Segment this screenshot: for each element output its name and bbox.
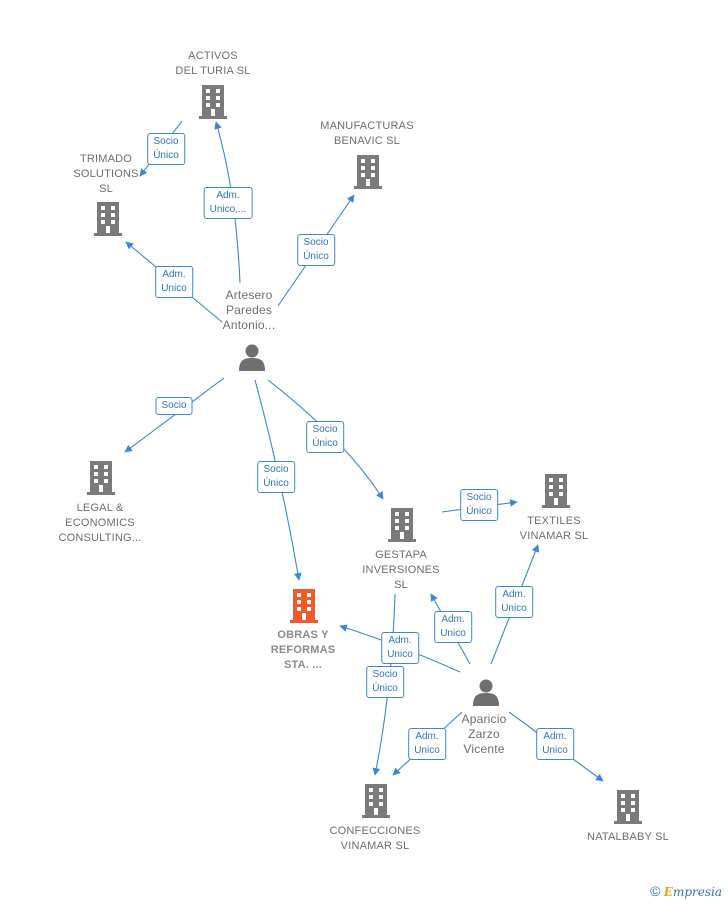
edge-label-activos-trimado: Socio Único (147, 133, 185, 165)
node-label-aparicio[interactable]: Aparicio Zarzo Vicente (461, 712, 507, 756)
node-label-textiles[interactable]: TEXTILES VINAMAR SL (519, 515, 589, 542)
edge-label-artesero-trimado: Adm. Unico (155, 266, 193, 298)
node-label-trimado[interactable]: TRIMADO SOLUTIONS SL (73, 153, 139, 195)
building-icon[interactable] (199, 85, 227, 119)
node-label-obras[interactable]: OBRAS Y REFORMAS STA. ... (270, 629, 336, 671)
node-label-gestapa[interactable]: GESTAPA INVERSIONES SL (362, 549, 440, 591)
building-icon[interactable] (362, 784, 390, 818)
node-label-manufacturas[interactable]: MANUFACTURAS BENAVIC SL (320, 120, 414, 147)
brand-logo[interactable]: © Empresia (650, 883, 722, 899)
edge-label-artesero-gestapa: Socio Único (306, 421, 344, 453)
copyright-icon: © (650, 883, 661, 899)
building-icon[interactable] (542, 474, 570, 508)
edge-label-artesero-obras: Socio Único (257, 461, 295, 493)
node-label-confecciones[interactable]: CONFECCIONES VINAMAR SL (329, 825, 421, 852)
edge-label-gestapa-textiles: Socio Único (460, 489, 498, 521)
building-icon[interactable] (354, 155, 382, 189)
edge-label-artesero-legal: Socio (155, 397, 193, 415)
node-label-legal[interactable]: LEGAL & ECONOMICS CONSULTING... (58, 502, 142, 544)
building-icon[interactable] (87, 461, 115, 495)
edge-label-aparicio-confecciones: Adm. Unico (408, 728, 446, 760)
edge-artesero-legal (124, 377, 225, 453)
brand-name: mpresia (672, 885, 722, 899)
person-icon[interactable] (472, 678, 500, 706)
edge-label-artesero-manufacturas: Socio Único (297, 234, 335, 266)
building-icon[interactable] (94, 202, 122, 236)
brand-e: E (663, 885, 673, 899)
edge-label-aparicio-natalbaby: Adm. Unico (536, 728, 574, 760)
building-icon[interactable] (388, 508, 416, 542)
edge-label-aparicio-textiles: Adm. Unico (495, 586, 533, 618)
building-icon[interactable] (614, 790, 642, 824)
edge-label-artesero-activos: Adm. Unico,... (203, 187, 253, 219)
building-icon[interactable] (290, 589, 318, 623)
node-label-artesero[interactable]: Artesero Paredes Antonio... (222, 288, 276, 332)
node-label-activos[interactable]: ACTIVOS DEL TURIA SL (175, 50, 251, 77)
person-icon[interactable] (238, 343, 266, 371)
edge-label-aparicio-obras: Adm. Unico (381, 632, 419, 664)
edge-label-aparicio-gestapa: Adm. Unico (434, 611, 472, 643)
edge-label-gestapa-confecciones: Socio Único (366, 666, 404, 698)
node-label-natalbaby[interactable]: NATALBABY SL (587, 831, 669, 843)
